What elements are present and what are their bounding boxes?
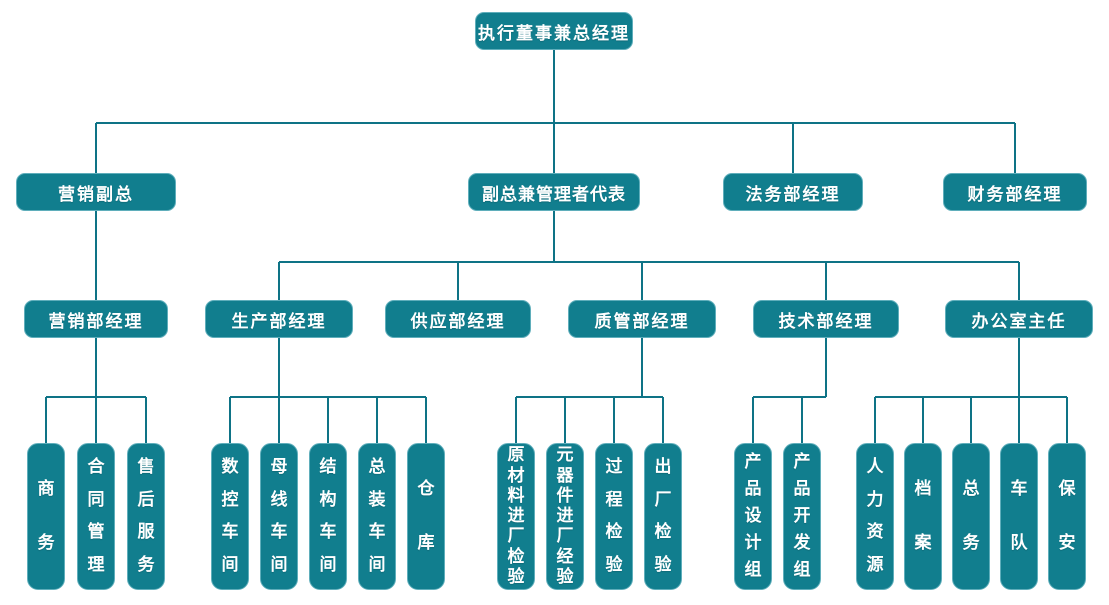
org-node-motor-pool: 车队 (1000, 443, 1038, 590)
org-node-raw-material-incoming-inspection: 原材料进厂检验 (497, 443, 535, 590)
org-node-supply-dept-manager: 供应部经理 (385, 300, 531, 338)
org-node-technology-dept-manager: 技术部经理 (753, 300, 899, 338)
org-node-cnc-workshop: 数控车间 (211, 443, 249, 590)
org-node-marketing-vp: 营销副总 (16, 173, 176, 211)
org-node-contract-management: 合同管理 (77, 443, 115, 590)
org-node-product-development-group: 产品开发组 (783, 443, 821, 590)
org-node-marketing-dept-manager: 营销部经理 (24, 300, 168, 338)
org-node-warehouse: 仓库 (407, 443, 445, 590)
org-node-quality-dept-manager: 质管部经理 (568, 300, 716, 338)
org-node-archives: 档案 (904, 443, 942, 590)
org-node-legal-dept-manager: 法务部经理 (723, 173, 863, 211)
org-node-final-assembly-workshop: 总装车间 (358, 443, 396, 590)
org-node-outgoing-inspection: 出厂检验 (644, 443, 682, 590)
org-node-component-incoming-inspection: 元器件进厂经验 (546, 443, 584, 590)
org-node-security: 保安 (1048, 443, 1086, 590)
org-node-busbar-workshop: 母线车间 (260, 443, 298, 590)
org-node-process-inspection: 过程检验 (595, 443, 633, 590)
org-node-office-director: 办公室主任 (945, 300, 1093, 338)
org-node-executive-director-gm: 执行董事兼总经理 (475, 12, 633, 50)
org-node-production-dept-manager: 生产部经理 (205, 300, 353, 338)
org-node-human-resources: 人力资源 (856, 443, 894, 590)
org-node-finance-dept-manager: 财务部经理 (943, 173, 1087, 211)
org-node-after-sales-service: 售后服务 (127, 443, 165, 590)
org-node-deputy-gm-mgmt-rep: 副总兼管理者代表 (468, 173, 640, 211)
org-node-structure-workshop: 结构车间 (309, 443, 347, 590)
org-node-commerce: 商务 (27, 443, 65, 590)
org-node-product-design-group: 产品设计组 (734, 443, 772, 590)
org-node-general-affairs: 总务 (952, 443, 990, 590)
